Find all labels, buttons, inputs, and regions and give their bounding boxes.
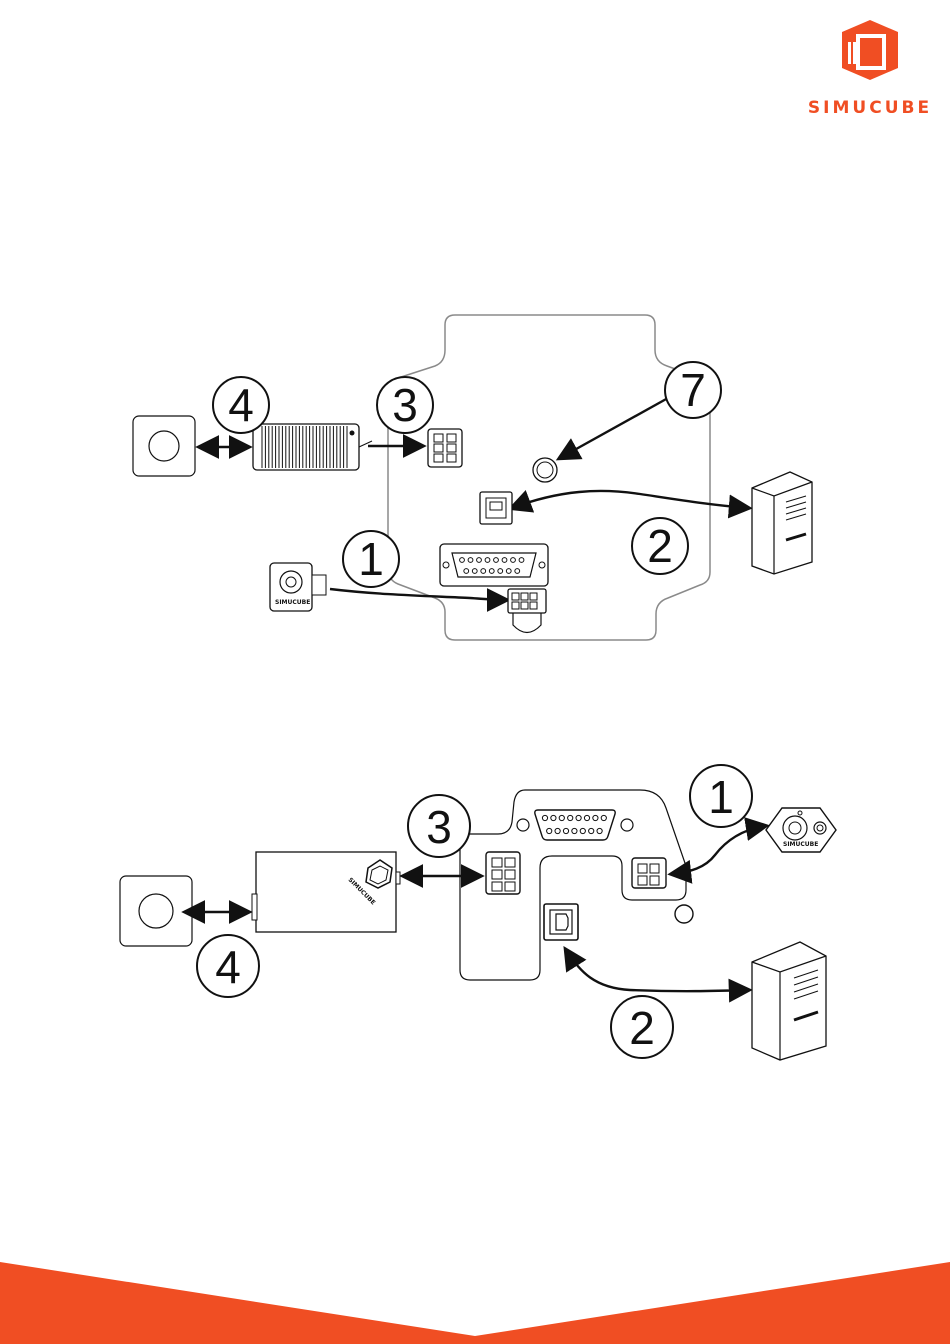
top-connector-6pin (428, 429, 462, 467)
bottom-db15-connector (517, 810, 633, 840)
bottom-psu-box: SIMUCUBE (252, 852, 400, 932)
bottom-label-1: 1 (690, 765, 752, 827)
db15-pin (555, 828, 560, 833)
db15-pin (568, 815, 573, 820)
svg-text:4: 4 (228, 379, 254, 431)
footer-band (0, 1262, 950, 1344)
svg-text:1: 1 (708, 771, 734, 823)
top-finned-module (253, 424, 372, 470)
svg-text:4: 4 (215, 941, 241, 993)
db15-pin (547, 828, 552, 833)
db15-pin (542, 815, 547, 820)
db15-pin (563, 828, 568, 833)
bottom-connector-4pin (632, 858, 666, 888)
bottom-label-4: 4 (197, 935, 259, 997)
db15-pin (601, 815, 606, 820)
top-remote-device (133, 416, 195, 476)
db15-pin (584, 815, 589, 820)
bottom-diagram: SIMUCUBE (120, 765, 836, 1060)
svg-text:3: 3 (392, 379, 418, 431)
top-encoder-module: SIMUCUBE (270, 563, 326, 611)
top-label-7: 7 (665, 362, 721, 418)
bottom-label-2: 2 (611, 996, 673, 1058)
top-db15-connector (440, 544, 548, 586)
top-diagram: SIMUCUBE 4 3 7 1 (133, 315, 812, 640)
db15-pin (589, 828, 594, 833)
db15-pin (572, 828, 577, 833)
top-encoder-text: SIMUCUBE (275, 599, 310, 606)
top-usb-port (480, 492, 512, 524)
bottom-wheel-text: SIMUCUBE (783, 841, 818, 848)
db15-pin (580, 828, 585, 833)
db15-pin (593, 815, 598, 820)
svg-text:2: 2 (629, 1002, 655, 1054)
bottom-connector-6pin (486, 852, 520, 894)
bottom-remote-device (120, 876, 192, 946)
top-arrow-2 (512, 491, 748, 508)
top-label-4: 4 (213, 377, 269, 433)
svg-text:7: 7 (680, 364, 706, 416)
bottom-arrow-2 (566, 950, 748, 991)
svg-text:2: 2 (647, 520, 673, 572)
top-label-1: 1 (343, 531, 399, 587)
bottom-status-led (675, 905, 693, 923)
top-label-3: 3 (377, 377, 433, 433)
db15-pin (597, 828, 602, 833)
top-pc-tower (752, 472, 812, 574)
svg-text:1: 1 (358, 533, 384, 585)
db15-pin (559, 815, 564, 820)
top-label-2: 2 (632, 518, 688, 574)
top-arrow-1 (330, 589, 506, 600)
top-arrow-7 (560, 398, 668, 458)
bottom-usb-port (544, 904, 578, 940)
db15-pin (576, 815, 581, 820)
db15-pin (551, 815, 556, 820)
top-status-led (533, 458, 557, 482)
bottom-pc-tower (752, 942, 826, 1060)
top-connector-8pin (508, 589, 546, 633)
bottom-wheel-module: SIMUCUBE (766, 808, 836, 852)
bottom-label-3: 3 (408, 795, 470, 857)
svg-text:3: 3 (426, 801, 452, 853)
